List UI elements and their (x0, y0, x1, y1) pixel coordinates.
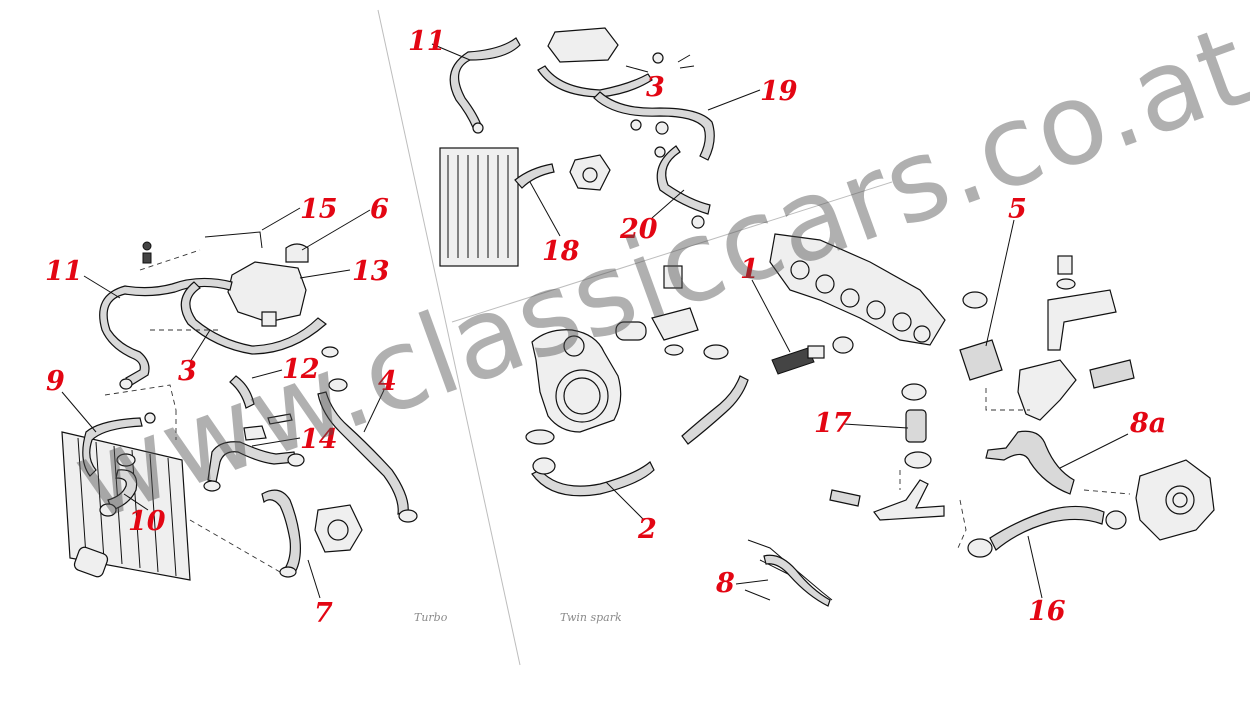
callout-label: 6 (370, 194, 389, 225)
right-hose-8a (985, 430, 1075, 495)
callout-label: 3 (178, 356, 197, 387)
callout-label: 3 (646, 72, 665, 103)
caption-turbo: Turbo (414, 611, 448, 624)
center-hose-2-lower (531, 461, 655, 497)
callout-label: 8 (716, 568, 735, 599)
left-expansion-tank (227, 261, 307, 323)
callout-label: 9 (46, 366, 65, 397)
top-expansion-tank (547, 27, 619, 63)
left-hose-12 (229, 375, 255, 409)
callout-label: 18 (542, 236, 580, 267)
callout-label: 1 (740, 254, 759, 285)
bracket (1047, 289, 1117, 351)
right-thermostat-housing (1017, 359, 1077, 421)
left-hose-9 (82, 417, 143, 477)
left-hose-11 (99, 277, 233, 387)
callout-label: 4 (378, 366, 397, 397)
callout-label: 13 (352, 256, 390, 287)
top-radiator (439, 147, 519, 267)
top-hose-3 (537, 65, 653, 98)
top-hose-19 (593, 91, 715, 161)
temp-sensor (771, 347, 815, 375)
callout-label: 7 (314, 598, 333, 629)
union-bolt (663, 265, 683, 289)
section-dividers (377, 9, 893, 666)
left-hose-14 (207, 441, 297, 483)
callout-label: 16 (1028, 596, 1066, 627)
left-hose-7 (261, 489, 301, 575)
callout-label: 14 (300, 424, 338, 455)
callout-label: 15 (300, 194, 338, 225)
callout-label: 11 (45, 256, 83, 287)
callout-label: 5 (1008, 194, 1027, 225)
tee-pipe (873, 479, 945, 521)
top-hose-20 (656, 145, 711, 215)
callout-label: 19 (760, 76, 798, 107)
callout-label: 20 (620, 214, 658, 245)
right-hose-17 (905, 409, 927, 443)
tank-cap (285, 243, 309, 263)
left-hose-3 (180, 281, 327, 355)
right-hose-5 (959, 339, 1003, 381)
callout-label: 8a (1130, 408, 1167, 439)
top-assembly (439, 27, 715, 267)
center-assembly (525, 265, 854, 607)
top-hose-18 (514, 163, 555, 189)
callout-label: 10 (128, 506, 166, 537)
left-assembly (61, 231, 418, 581)
center-hose-2-upper (681, 375, 749, 445)
caption-twin-spark: Twin spark (560, 611, 622, 624)
callout-label: 12 (282, 354, 320, 385)
left-hose-4 (317, 391, 409, 515)
callout-label: 17 (814, 408, 852, 439)
callout-label: 2 (638, 514, 657, 545)
left-hose-10 (107, 469, 138, 511)
right-hose-16 (989, 505, 1105, 551)
right-assembly (769, 233, 1215, 558)
leader-lines (61, 43, 1129, 599)
top-hose-11 (449, 37, 521, 131)
callout-label: 11 (408, 26, 446, 57)
